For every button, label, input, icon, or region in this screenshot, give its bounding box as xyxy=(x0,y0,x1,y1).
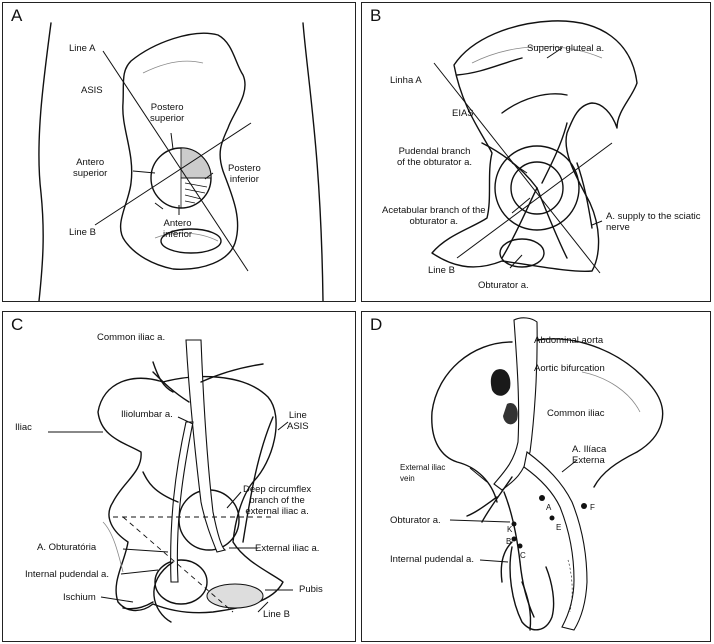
label-text: Antero xyxy=(163,218,192,229)
label-text: of the obturator a. xyxy=(397,157,472,168)
label-line-asis: Line ASIS xyxy=(287,410,309,432)
label-obturator: Obturator a. xyxy=(478,280,529,291)
label-eias: EIAS xyxy=(452,108,474,119)
panel-letter: B xyxy=(370,6,382,25)
label-text: obturator a. xyxy=(409,216,459,227)
label-text: inferior xyxy=(229,174,259,185)
label-text: superior xyxy=(150,113,185,124)
panel-d: D Abdominal aorta Aortic bifurcation Com… xyxy=(361,311,711,642)
label-line-b: Line B xyxy=(263,609,290,620)
panel-c-illustration xyxy=(48,339,293,623)
label-internal-pudendal: Internal pudendal a. xyxy=(25,569,109,580)
label-point-b: B xyxy=(506,537,512,546)
label-text: ASIS xyxy=(287,421,309,432)
label-text: nerve xyxy=(606,222,630,233)
label-asis: ASIS xyxy=(81,85,103,96)
line-b-b xyxy=(456,142,613,259)
label-point-e: E xyxy=(556,523,562,532)
label-deep-circumflex: Deep circumflex branch of the external i… xyxy=(243,484,311,517)
label-point-f: F xyxy=(590,503,595,512)
panel-letter: D xyxy=(370,315,383,334)
label-point-c: C xyxy=(520,551,526,560)
label-text: A. Ilíaca xyxy=(572,444,607,455)
panel-a: A Line A ASIS Postero superior Antero su… xyxy=(2,2,356,302)
label-text: superior xyxy=(73,168,108,179)
label-pudendal-branch: Pudendal branch of the obturator a. xyxy=(397,146,472,168)
label-text: Externa xyxy=(572,455,605,466)
panel-a-illustration xyxy=(38,22,324,301)
label-antero-superior: Antero superior xyxy=(73,157,107,179)
label-obturator: Obturator a. xyxy=(390,515,441,526)
label-acetabular-branch: Acetabular branch of the obturator a. xyxy=(382,205,486,227)
label-common-iliac: Common iliac a. xyxy=(97,332,166,343)
label-pubis: Pubis xyxy=(299,584,323,595)
label-text: Deep circumflex xyxy=(243,484,312,495)
panel-b: B Superior gluteal a. Linha A EIAS Puden… xyxy=(361,2,711,302)
label-line-b: Line B xyxy=(428,265,455,276)
label-text: external iliac a. xyxy=(245,506,309,517)
label-linha-a: Linha A xyxy=(390,75,422,86)
label-text: Acetabular branch of the xyxy=(382,205,486,216)
label-text: A. supply to the sciatic xyxy=(606,211,701,222)
label-common-iliac: Common iliac xyxy=(547,408,605,419)
label-superior-gluteal: Superior gluteal a. xyxy=(527,43,605,54)
label-external-iliac-vein: External iliac vein xyxy=(400,462,445,484)
label-text: Antero xyxy=(76,157,105,168)
label-point-k: K xyxy=(507,525,513,534)
linha-a xyxy=(433,62,601,274)
panel-letter: C xyxy=(11,315,24,334)
label-text: Line xyxy=(288,410,307,421)
label-a-obturatoria: A. Obturatória xyxy=(37,542,97,553)
label-a-iliaca-externa: A. Ilíaca Externa xyxy=(572,444,606,466)
label-ischium: Ischium xyxy=(63,592,96,603)
panel-letter: A xyxy=(11,6,23,25)
panel-d-illustration xyxy=(431,317,664,631)
label-line-a: Line A xyxy=(69,43,96,54)
line-a xyxy=(102,50,249,272)
label-iliolumbar: Iliolumbar a. xyxy=(121,409,173,420)
label-sciatic-supply: A. supply to the sciatic nerve xyxy=(606,211,701,233)
panel-c: C Common iliac a. Iliac Iliolumbar a. Li… xyxy=(2,311,356,642)
label-postero-inferior: Postero inferior xyxy=(228,163,261,185)
label-abdominal-aorta: Abdominal aorta xyxy=(534,335,604,346)
label-line-b: Line B xyxy=(69,227,96,238)
line-b xyxy=(94,122,252,226)
label-iliac: Iliac xyxy=(15,422,32,433)
panel-b-illustration xyxy=(431,20,638,274)
label-antero-inferior: Antero inferior xyxy=(163,218,192,240)
label-external-iliac: External iliac a. xyxy=(255,543,320,554)
label-text: inferior xyxy=(163,229,193,240)
label-postero-superior: Postero superior xyxy=(150,102,184,124)
label-internal-pudendal: Internal pudendal a. xyxy=(390,554,474,565)
label-text: Postero xyxy=(228,163,261,174)
label-text: Postero xyxy=(150,102,184,113)
label-text: Pudendal branch xyxy=(398,146,471,157)
label-text: External iliac xyxy=(400,463,446,472)
label-point-a: A xyxy=(546,503,552,512)
label-text: vein xyxy=(400,474,415,483)
label-text: branch of the xyxy=(249,495,305,506)
label-aortic-bifurcation: Aortic bifurcation xyxy=(534,363,605,374)
